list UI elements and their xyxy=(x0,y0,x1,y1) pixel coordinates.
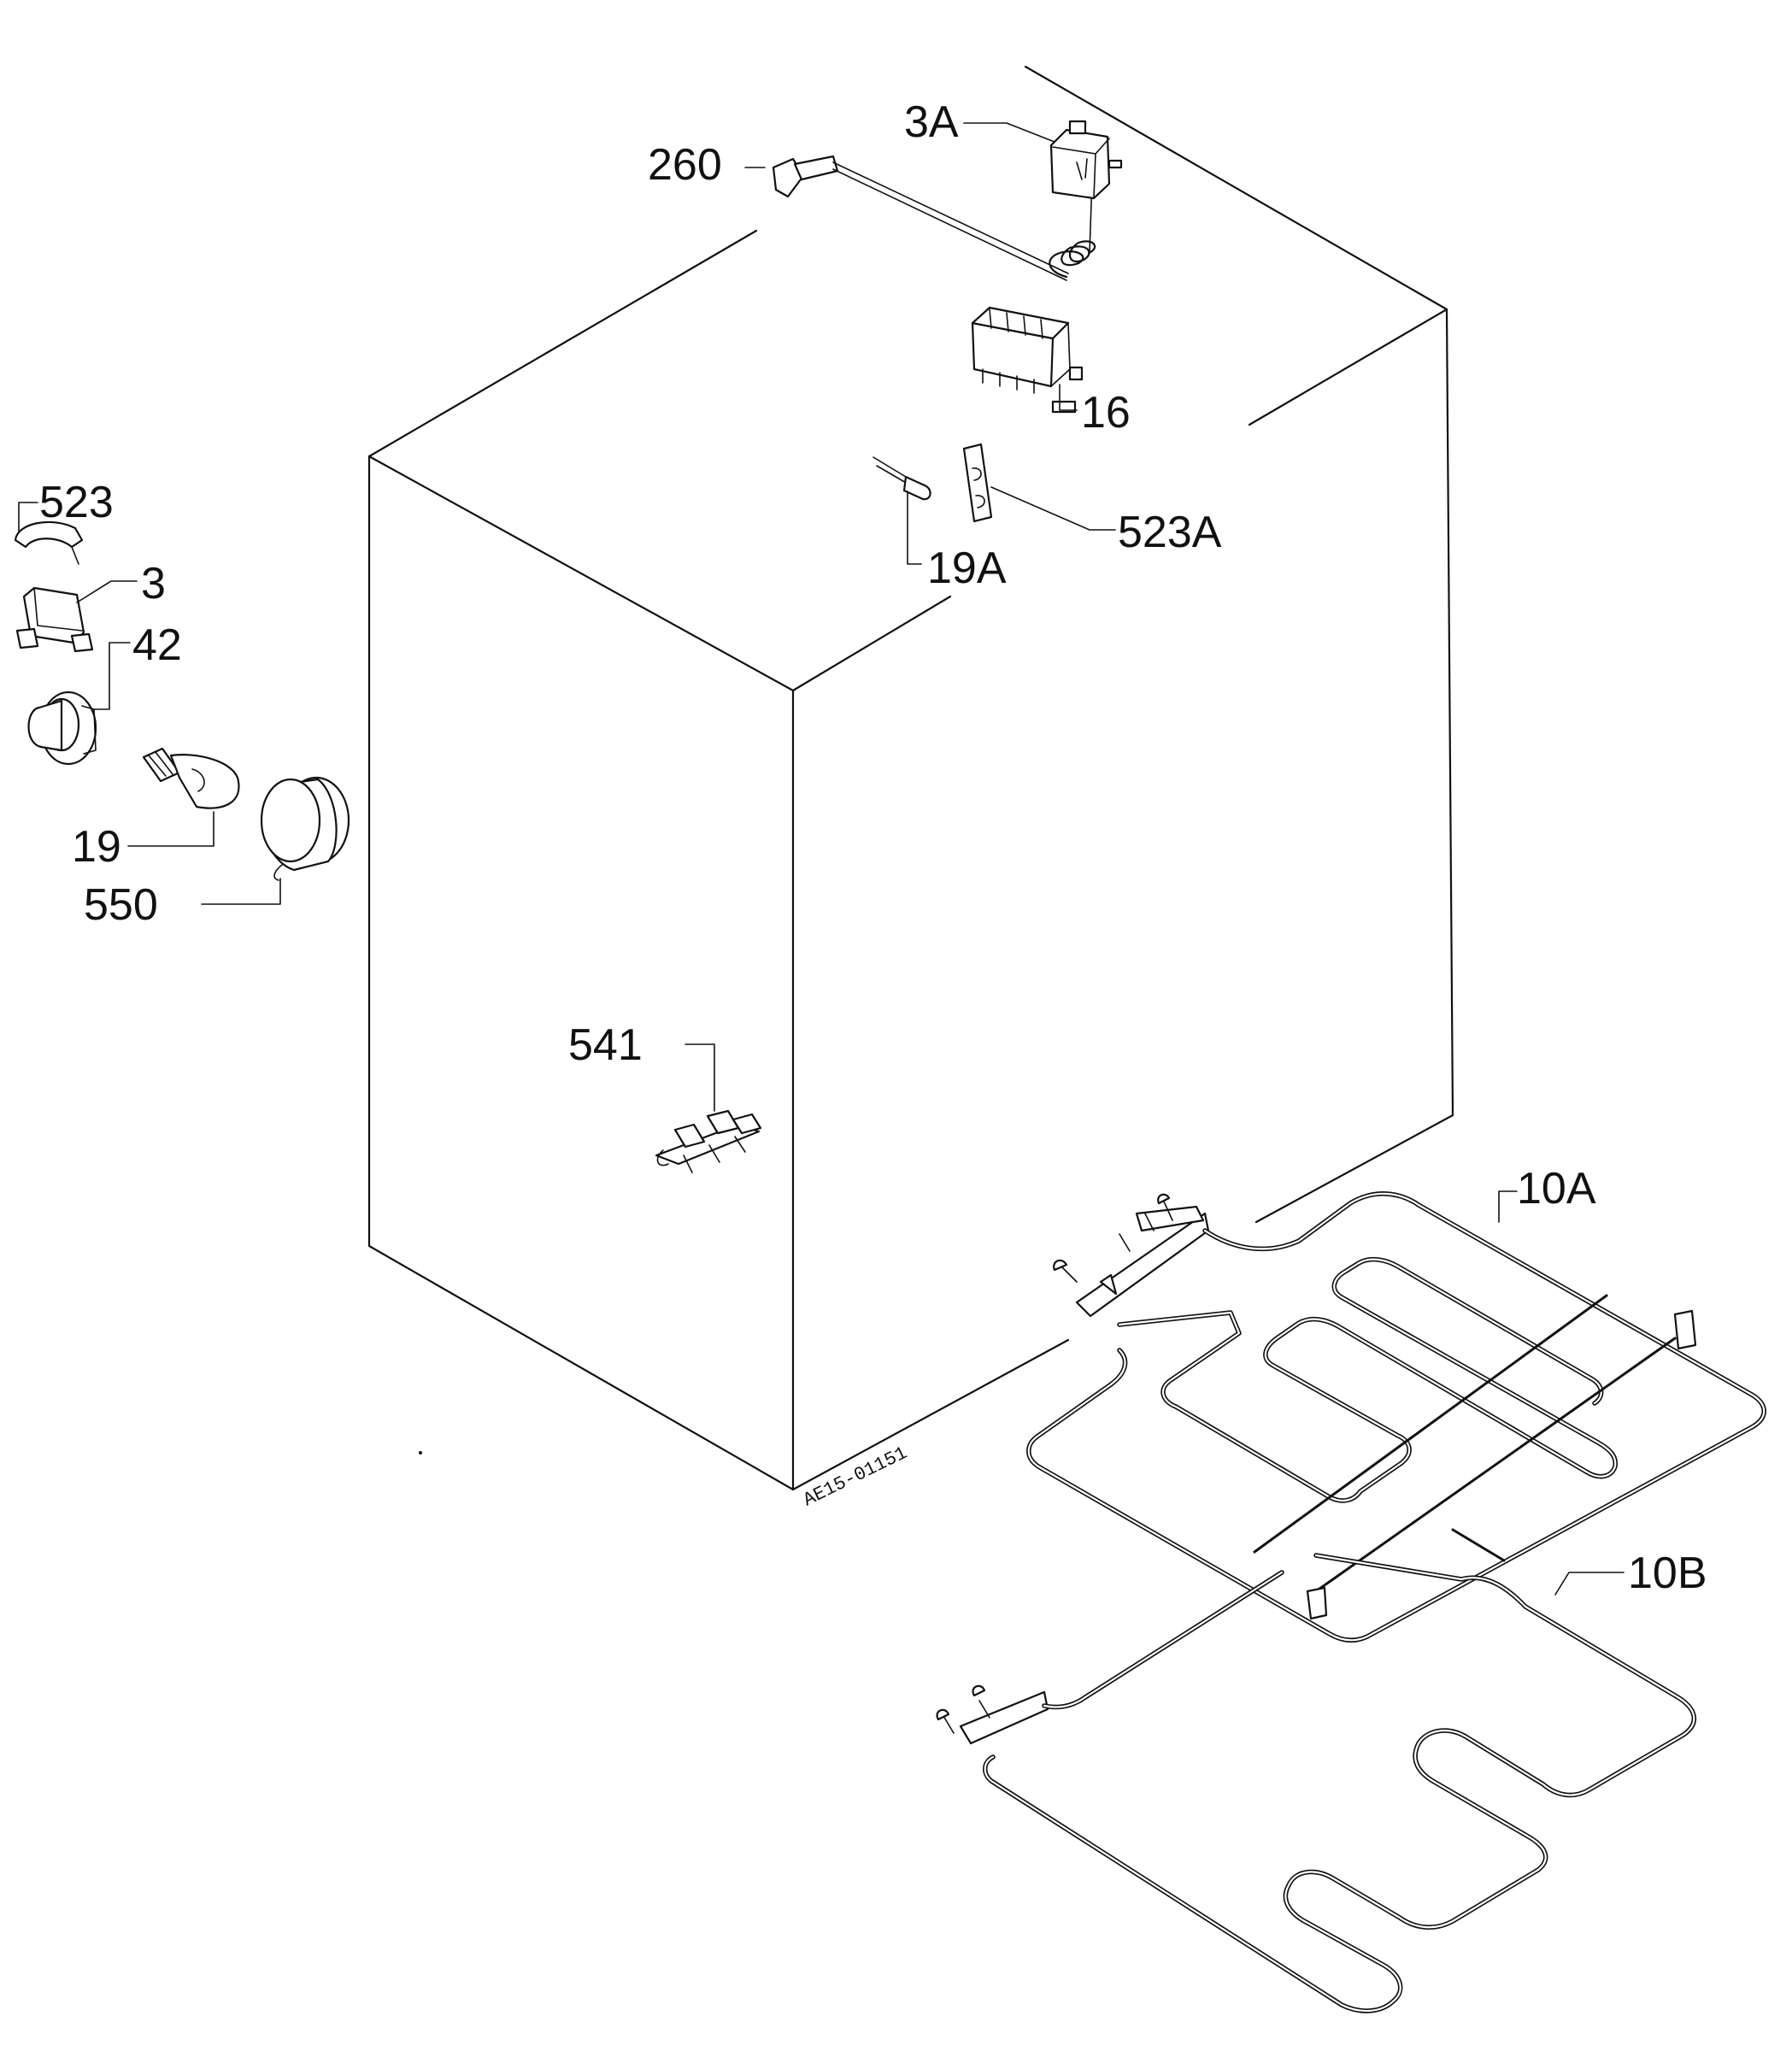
bottom-element-10B xyxy=(936,1528,1697,2013)
lamp-cover-550 xyxy=(260,776,350,881)
svg-text:550: 550 xyxy=(84,880,158,930)
bracket-523A xyxy=(962,443,993,523)
selector-switch-16 xyxy=(971,306,1084,414)
callout-10A: 10A xyxy=(1498,1164,1596,1223)
callout-19: 19 xyxy=(72,811,214,872)
svg-text:42: 42 xyxy=(132,620,182,670)
callout-260: 260 xyxy=(648,140,766,190)
svg-text:19A: 19A xyxy=(927,544,1007,593)
grill-element-10A xyxy=(1026,1191,1766,1643)
svg-text:3: 3 xyxy=(141,559,166,608)
lamp-socket-42 xyxy=(27,691,97,766)
lamp-holder-3 xyxy=(15,586,94,653)
svg-text:523A: 523A xyxy=(1118,508,1222,557)
svg-text:16: 16 xyxy=(1081,388,1131,438)
callout-541: 541 xyxy=(568,1020,715,1112)
svg-text:19: 19 xyxy=(72,822,121,872)
svg-text:10B: 10B xyxy=(1628,1549,1707,1598)
callout-550: 550 xyxy=(84,878,281,930)
svg-text:10A: 10A xyxy=(1517,1164,1596,1214)
callout-523: 523 xyxy=(18,478,114,532)
callout-10B: 10B xyxy=(1554,1549,1707,1598)
callout-19A: 19A xyxy=(907,491,1007,593)
callout-42: 42 xyxy=(93,620,182,710)
terminal-block-541 xyxy=(655,1109,762,1173)
svg-text:541: 541 xyxy=(568,1020,643,1070)
oven-cavity-box xyxy=(367,65,1454,1491)
svg-text:260: 260 xyxy=(648,140,722,190)
thermostat-3A xyxy=(1049,120,1123,200)
callout-523A: 523A xyxy=(990,486,1222,557)
sensor-probe-260 xyxy=(772,155,1096,281)
clip-523 xyxy=(14,520,84,565)
callout-3A: 3A xyxy=(904,97,1055,147)
svg-text:523: 523 xyxy=(39,478,114,527)
callout-3: 3 xyxy=(76,559,166,608)
callout-16: 16 xyxy=(1059,384,1131,438)
lamp-lead-19A xyxy=(872,456,931,501)
lamp-bulb-19 xyxy=(142,747,240,809)
svg-text:3A: 3A xyxy=(904,97,959,147)
